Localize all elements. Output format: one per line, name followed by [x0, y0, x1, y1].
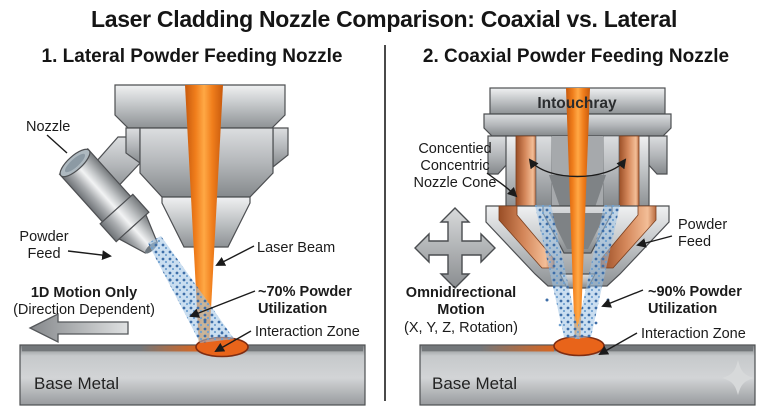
- utilization-label-2: Utilization: [258, 301, 327, 317]
- 1d-motion-arrow: [28, 312, 129, 344]
- sparkle-icon: [722, 360, 754, 395]
- utilization-pointer: [601, 289, 644, 308]
- left-panel-heading: 1. Lateral Powder Feeding Nozzle: [41, 46, 343, 67]
- utilization-pointer: [189, 290, 256, 318]
- omnidirectional-arrow: [414, 207, 496, 289]
- powder-channel-right: [618, 135, 640, 207]
- utilization-label-1: ~70% Powder: [258, 284, 352, 300]
- laser-beam: [185, 85, 223, 347]
- coaxial-nozzle-diagram: Intouchray Concentied Concentric Nozzle …: [404, 87, 756, 406]
- rotation-arrow: [528, 158, 627, 178]
- laser-beam-pointer: [215, 245, 255, 266]
- laser-beam: [566, 88, 590, 347]
- powder-feed-label-2: Feed: [678, 234, 711, 250]
- powder-streams: [535, 205, 620, 339]
- motion-label-3: (X, Y, Z, Rotation): [404, 320, 518, 336]
- powder-feed-pointer: [67, 250, 112, 260]
- nozzle-pointer-line: [46, 134, 68, 154]
- cone-label-2: Concentric: [420, 158, 489, 174]
- base-metal-label: Base Metal: [432, 374, 517, 393]
- motion-label-1: 1D Motion Only: [31, 285, 137, 301]
- powder-feed-label-1: Powder: [19, 229, 68, 245]
- motion-label-2: (Direction Dependent): [13, 302, 155, 318]
- base-metal-block: [19, 344, 366, 406]
- nozzle-label: Nozzle: [26, 119, 70, 135]
- powder-feed-label-1: Powder: [678, 217, 727, 233]
- powder-feed-label-2: Feed: [27, 246, 60, 262]
- base-metal-label: Base Metal: [34, 374, 119, 393]
- brand-label: Intouchray: [537, 95, 617, 112]
- page-title: Laser Cladding Nozzle Comparison: Coaxia…: [90, 6, 678, 32]
- lateral-powder-nozzle: [58, 147, 158, 254]
- utilization-label-1: ~90% Powder: [648, 284, 742, 300]
- motion-label-1: Omnidirectional: [406, 285, 516, 301]
- powder-channel-left: [515, 135, 537, 207]
- powder-stream: [148, 236, 234, 343]
- cone-label-1: Concentied: [418, 141, 491, 157]
- powder-feed-pointer: [636, 235, 673, 248]
- cone-pointer: [486, 172, 518, 198]
- interaction-pointer: [598, 332, 638, 355]
- interaction-zone-label: Interaction Zone: [255, 324, 360, 340]
- lateral-nozzle-diagram: Nozzle Powder Feed Laser Beam ~70% Powde…: [13, 84, 366, 406]
- interaction-zone-label: Interaction Zone: [641, 326, 746, 342]
- laser-beam-label: Laser Beam: [257, 240, 335, 256]
- utilization-label-2: Utilization: [648, 301, 717, 317]
- cone-label-3: Nozzle Cone: [413, 175, 496, 191]
- interaction-pointer: [214, 330, 252, 352]
- motion-label-2: Motion: [437, 302, 485, 318]
- right-panel-heading: 2. Coaxial Powder Feeding Nozzle: [422, 46, 730, 67]
- nozzle-opening: [64, 153, 86, 173]
- melt-pool: [553, 335, 605, 357]
- panel-divider: [384, 45, 386, 401]
